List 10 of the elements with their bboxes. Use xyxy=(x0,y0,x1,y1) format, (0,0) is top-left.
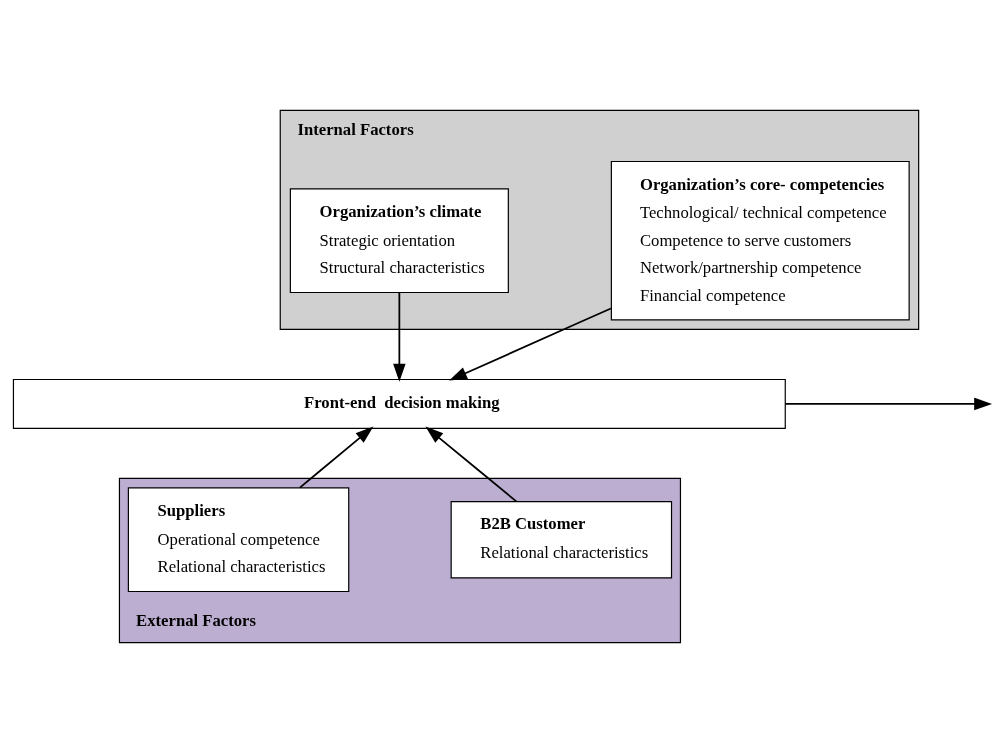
node-box: Organization’s climate Strategic orientation Structural characteristics xyxy=(289,187,509,293)
arrow xyxy=(425,426,518,502)
node-box: B2B Customer Relational characteristics xyxy=(450,500,673,578)
arrow xyxy=(784,397,993,410)
arrow xyxy=(299,426,374,488)
node-box: Front-end decision making xyxy=(12,378,786,429)
node-box: Suppliers Operational competence Relational characteristics xyxy=(127,486,350,592)
arrow xyxy=(393,291,406,382)
node-box: Organization’s core- competencies Technological/ technical competence Competence to serve customers Network/partnership competence Financial competence xyxy=(610,160,910,320)
arrow xyxy=(449,307,612,381)
